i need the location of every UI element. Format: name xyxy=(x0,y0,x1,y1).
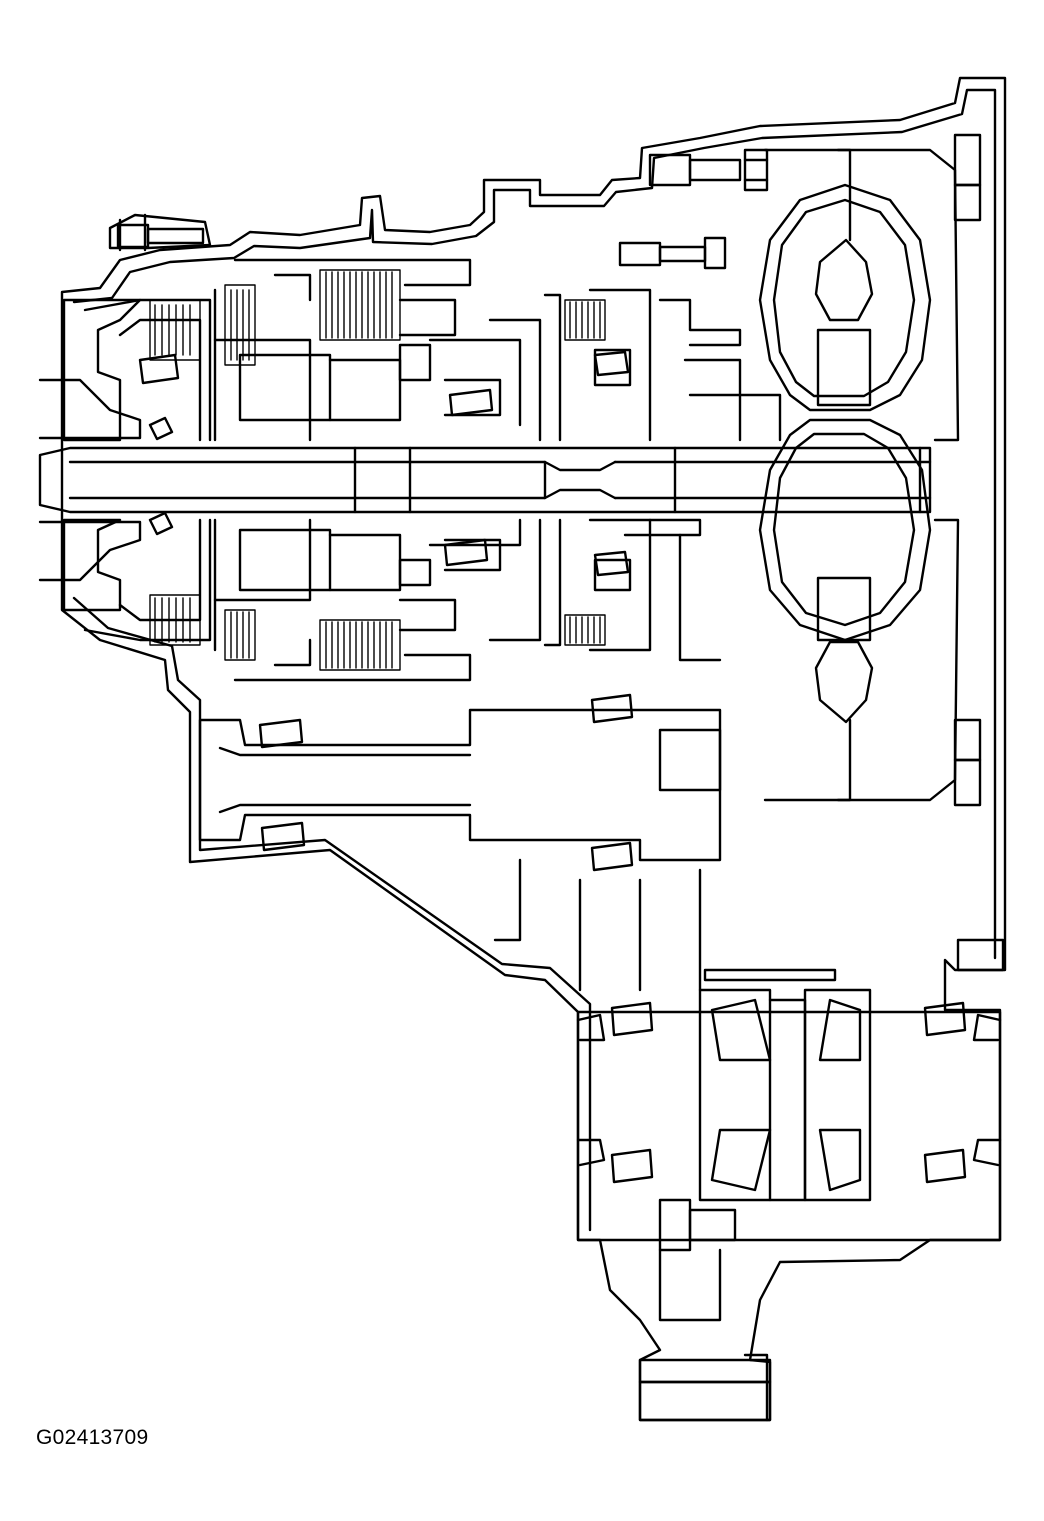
mounting-bolt-bottom xyxy=(638,1353,772,1422)
clutch-pack-upper-mid xyxy=(319,269,401,341)
front-cover-assembly xyxy=(38,213,212,612)
mounting-bolt-right-side xyxy=(956,938,1005,972)
main-shaft xyxy=(38,446,932,514)
clutch-pack-lower-mid xyxy=(319,619,401,671)
lower-housing-web xyxy=(493,858,722,1322)
differential-bearing-right-lower xyxy=(923,1148,967,1184)
clutch-pack-lower-right xyxy=(564,614,606,646)
bearings-lower xyxy=(148,511,630,577)
differential-bearing-left-lower xyxy=(610,1148,654,1184)
torque-converter xyxy=(758,148,960,802)
transmission-housing-outline xyxy=(60,76,1007,1422)
mounting-bolt-top xyxy=(648,153,742,187)
mounting-bolt-lower-mid xyxy=(658,1198,737,1252)
axle-seal-right xyxy=(972,1013,1002,1167)
clutch-pack-upper-left xyxy=(149,284,256,366)
mounting-bolt-right-upper xyxy=(953,133,982,222)
clutch-pack-upper-right xyxy=(564,299,606,341)
figure-id-label: G02413709 xyxy=(36,1426,149,1449)
mounting-bolt-right-lower xyxy=(953,718,982,807)
mounting-bolt-upper-left xyxy=(116,223,205,249)
differential-bearing-right-upper xyxy=(923,1001,967,1037)
axle-seal-left xyxy=(576,1013,606,1167)
clutch-drums-upper xyxy=(83,258,782,442)
clutch-drums-lower xyxy=(83,518,722,682)
clutch-pack-lower-left xyxy=(149,594,256,661)
bearings-upper xyxy=(138,350,630,441)
counter-shaft xyxy=(198,693,722,872)
mounting-bolt-top-right xyxy=(743,148,769,192)
differential-bearing-left-upper xyxy=(610,1001,654,1037)
mounting-bolt-mid xyxy=(618,236,727,270)
differential-assembly xyxy=(576,968,1002,1242)
